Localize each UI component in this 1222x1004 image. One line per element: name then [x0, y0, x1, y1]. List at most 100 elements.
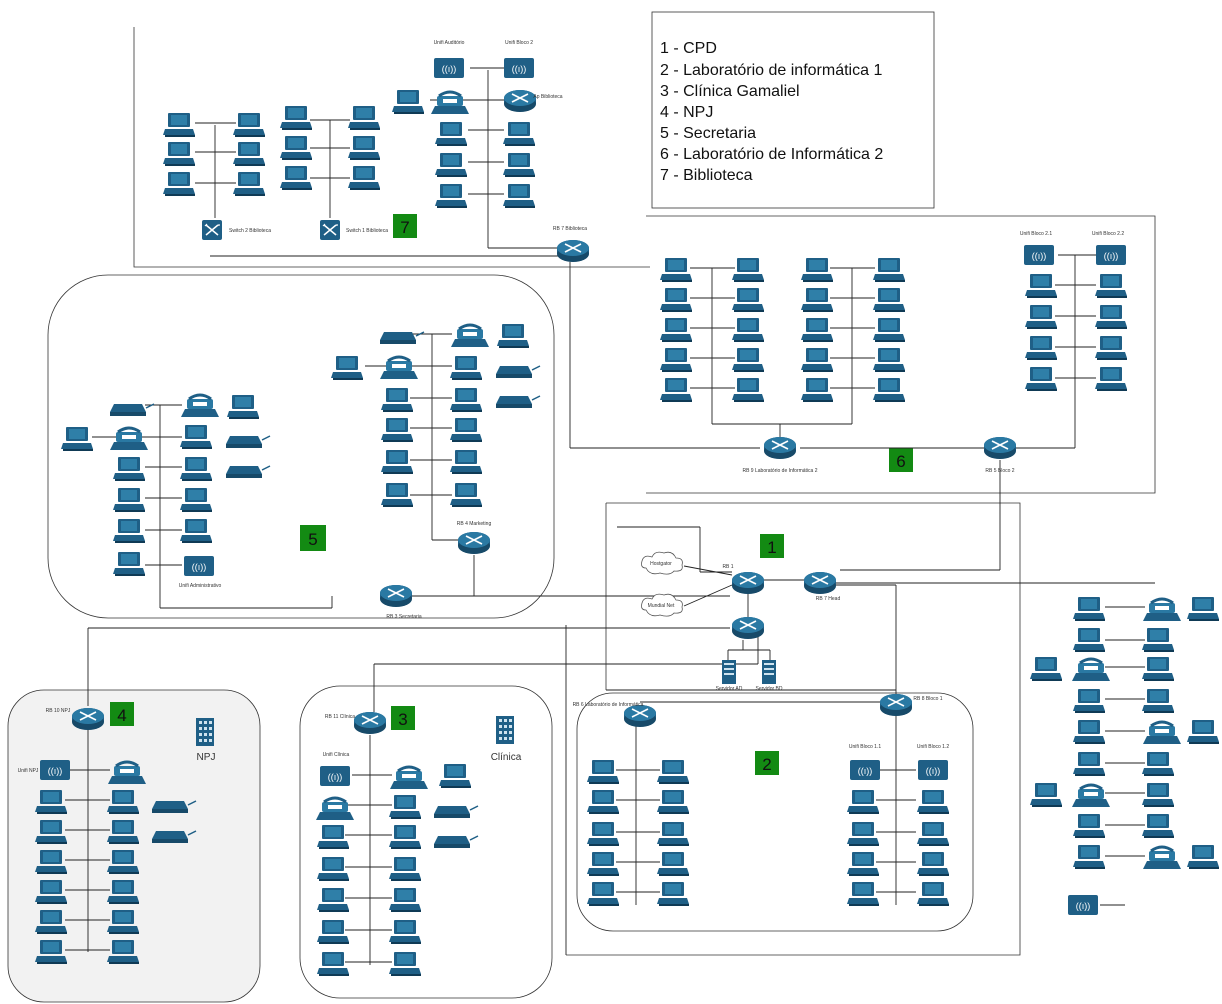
pc-icon	[1095, 305, 1127, 329]
unifi-icon	[320, 766, 350, 786]
zone-badges: 1 2 3 4 5 6 7	[110, 214, 913, 775]
pc-icon	[1025, 305, 1057, 329]
unifi-icon	[504, 58, 534, 78]
label-servidor-bd: Servidor BD	[756, 686, 783, 692]
building-icon	[496, 716, 514, 744]
pc-icon	[392, 90, 424, 114]
pc-icon	[163, 172, 195, 196]
zone6-border	[646, 215, 1156, 494]
label-unifi-clinica: Unifi Clínica	[323, 752, 350, 758]
pc-icon	[163, 142, 195, 166]
label-rb8: RB 8 Bloco 1	[913, 696, 942, 702]
legend-item: 4 - NPJ	[660, 104, 713, 121]
label-unifi-auditorio: Unifi Auditório	[434, 40, 465, 46]
label-rb7-biblioteca: RB 7 Biblioteca	[553, 226, 587, 232]
pc-icon	[1073, 720, 1105, 744]
router-icon	[879, 693, 913, 717]
phone-icon	[1070, 783, 1112, 809]
label-unifi-bloco21: Unifi Bloco 2.1	[1020, 231, 1052, 237]
unifi-icon	[40, 760, 70, 780]
pc-icon	[280, 136, 312, 160]
zone7-border	[133, 27, 650, 268]
pc-icon	[503, 184, 535, 208]
server-icon	[762, 660, 776, 684]
phone-icon	[429, 90, 471, 116]
pc-icon	[873, 378, 905, 402]
router-icon	[457, 531, 491, 555]
pc-icon	[801, 348, 833, 372]
label-unifi-bloco22: Unifi Bloco 2.2	[1092, 231, 1124, 237]
unifi-icon	[1024, 245, 1054, 265]
legend-item: 3 - Clínica Gamaliel	[660, 83, 800, 100]
switch-icon	[319, 219, 341, 241]
pc-icon	[1142, 657, 1174, 681]
pc-icon	[233, 113, 265, 137]
router-icon	[503, 89, 537, 113]
router-icon	[71, 707, 105, 731]
label-rb11: RB 11 Clínica	[325, 714, 355, 720]
pc-icon	[280, 166, 312, 190]
label-rb6: RB 6 Laboratório de Informática	[573, 702, 644, 708]
pc-icon	[1073, 689, 1105, 713]
pc-icon	[873, 318, 905, 342]
pc-icon	[801, 258, 833, 282]
router-icon	[556, 239, 590, 263]
pc-icon	[1187, 845, 1219, 869]
pc-icon	[873, 348, 905, 372]
label-provider-1: Hostgator	[650, 561, 672, 567]
links	[65, 67, 1155, 965]
pc-icon	[801, 288, 833, 312]
badge-1	[760, 534, 784, 558]
pc-icon	[233, 172, 265, 196]
svg-text:2: 2	[762, 755, 771, 774]
label-rb7-head: RB 7 Head	[816, 596, 841, 602]
pc-icon	[660, 348, 692, 372]
label-ap-biblioteca: Ap Biblioteca	[533, 94, 562, 100]
pc-icon	[732, 378, 764, 402]
pc-icon	[1073, 814, 1105, 838]
label-switch1: Switch 1 Biblioteca	[346, 228, 388, 234]
pc-icon	[1025, 336, 1057, 360]
pc-icon	[660, 288, 692, 312]
legend: 1 - CPD 2 - Laboratório de informática 1…	[660, 40, 883, 184]
unifi-icon	[850, 760, 880, 780]
label-switch2: Switch 2 Biblioteca	[229, 228, 271, 234]
pc-icon	[348, 136, 380, 160]
pc-icon	[1142, 689, 1174, 713]
pc-icon	[1142, 783, 1174, 807]
svg-text:5: 5	[308, 530, 317, 549]
label-unifi-npj: Unifi NPJ	[18, 768, 39, 774]
pc-icon	[732, 318, 764, 342]
building-icon	[196, 718, 214, 746]
pc-icon	[348, 106, 380, 130]
label-clinica: Clínica	[491, 752, 522, 763]
pc-icon	[1095, 274, 1127, 298]
pc-icon	[873, 288, 905, 312]
badge-3	[391, 706, 415, 730]
pc-icon	[1142, 628, 1174, 652]
pc-icon	[503, 153, 535, 177]
unifi-icon	[434, 58, 464, 78]
pc-icon	[1095, 367, 1127, 391]
label-rb9: RB 9 Laboratório de Informática 2	[742, 468, 817, 474]
pc-icon	[1187, 720, 1219, 744]
badge-6	[889, 448, 913, 472]
unifi-icon	[1068, 895, 1098, 915]
label-npj: NPJ	[197, 752, 216, 763]
router-icon	[353, 711, 387, 735]
label-rb10: RB 10 NPJ	[46, 708, 71, 714]
label-unifi-adm: Unifi Administrativo	[179, 583, 222, 589]
device-labels: Unifi Auditório Unifi Bloco 2 Ap Bibliot…	[18, 40, 1125, 774]
phone-icon	[1141, 845, 1183, 871]
label-unifi-bloco11: Unifi Bloco 1.1	[849, 744, 881, 750]
router-icon	[763, 436, 797, 460]
pc-icon	[233, 142, 265, 166]
pc-icon	[1073, 597, 1105, 621]
router-icon	[983, 436, 1017, 460]
pc-icon	[1187, 597, 1219, 621]
pc-icon	[1030, 783, 1062, 807]
legend-item: 7 - Biblioteca	[660, 167, 753, 184]
label-rb4: RB 4 Marketing	[457, 521, 492, 527]
unifi-icon	[184, 556, 214, 576]
pc-icon	[435, 153, 467, 177]
